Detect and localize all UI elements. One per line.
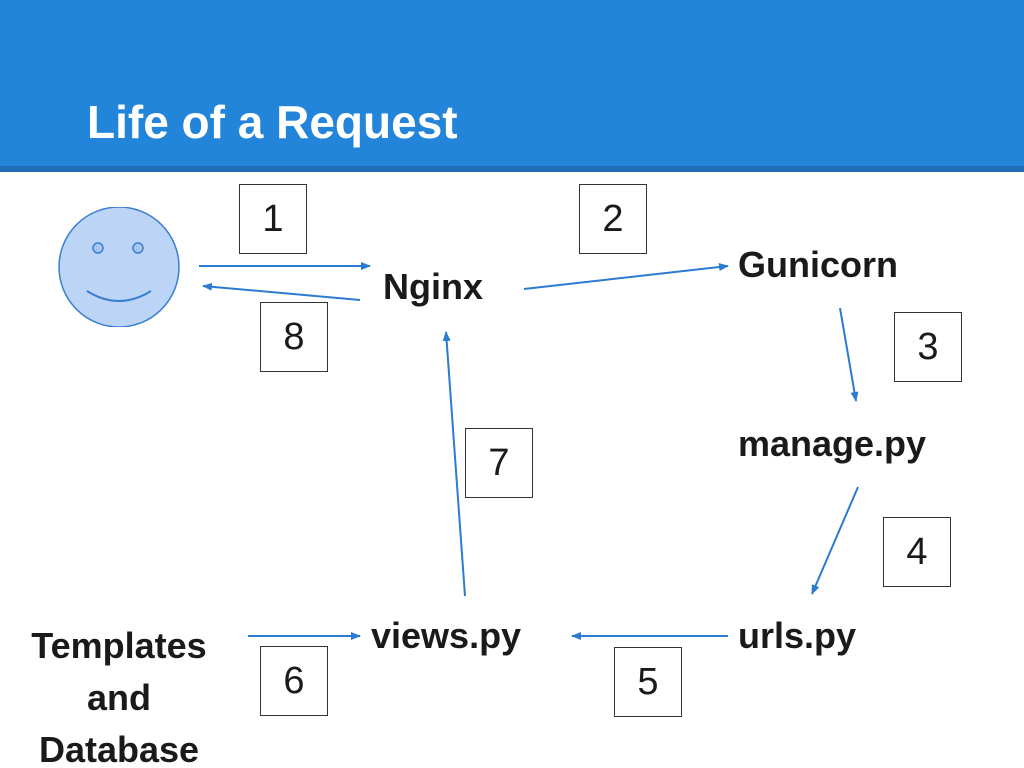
slide-title: Life of a Request: [87, 96, 458, 148]
arrow-gunicorn-to-manage: [839, 307, 859, 402]
arrow-nginx-to-gunicorn: [523, 263, 729, 290]
user-smiley-icon: [58, 207, 180, 327]
smiley-left-eye: [92, 242, 104, 254]
step-7-box: 7: [465, 428, 533, 498]
smiley-right-eye: [132, 242, 144, 254]
node-views-py: views.py: [371, 615, 522, 656]
templates-line-1: Templates: [31, 625, 207, 666]
step-4-box: 4: [883, 517, 951, 587]
smiley-face: [58, 207, 180, 327]
title-bar-rule: [0, 166, 1024, 172]
node-gunicorn: Gunicorn: [738, 244, 898, 285]
arrow-nginx-to-user: [202, 282, 361, 301]
title-bar: [0, 0, 1024, 166]
templates-line-2: and: [86, 677, 151, 718]
node-urls-py: urls.py: [738, 615, 857, 656]
step-2-box: 2: [579, 184, 647, 254]
templates-line-3: Database: [38, 729, 200, 768]
arrow-manage-to-urls: [811, 486, 859, 595]
node-nginx: Nginx: [383, 266, 484, 307]
node-templates-and-database: Templates and Database: [8, 620, 230, 768]
step-1-box: 1: [239, 184, 307, 254]
step-6-box: 6: [260, 646, 328, 716]
step-5-box: 5: [614, 647, 682, 717]
node-manage-py: manage.py: [738, 423, 927, 464]
step-8-box: 8: [260, 302, 328, 372]
smiley-mouth: [86, 290, 152, 302]
arrow-views-to-nginx: [442, 331, 466, 597]
step-3-box: 3: [894, 312, 962, 382]
